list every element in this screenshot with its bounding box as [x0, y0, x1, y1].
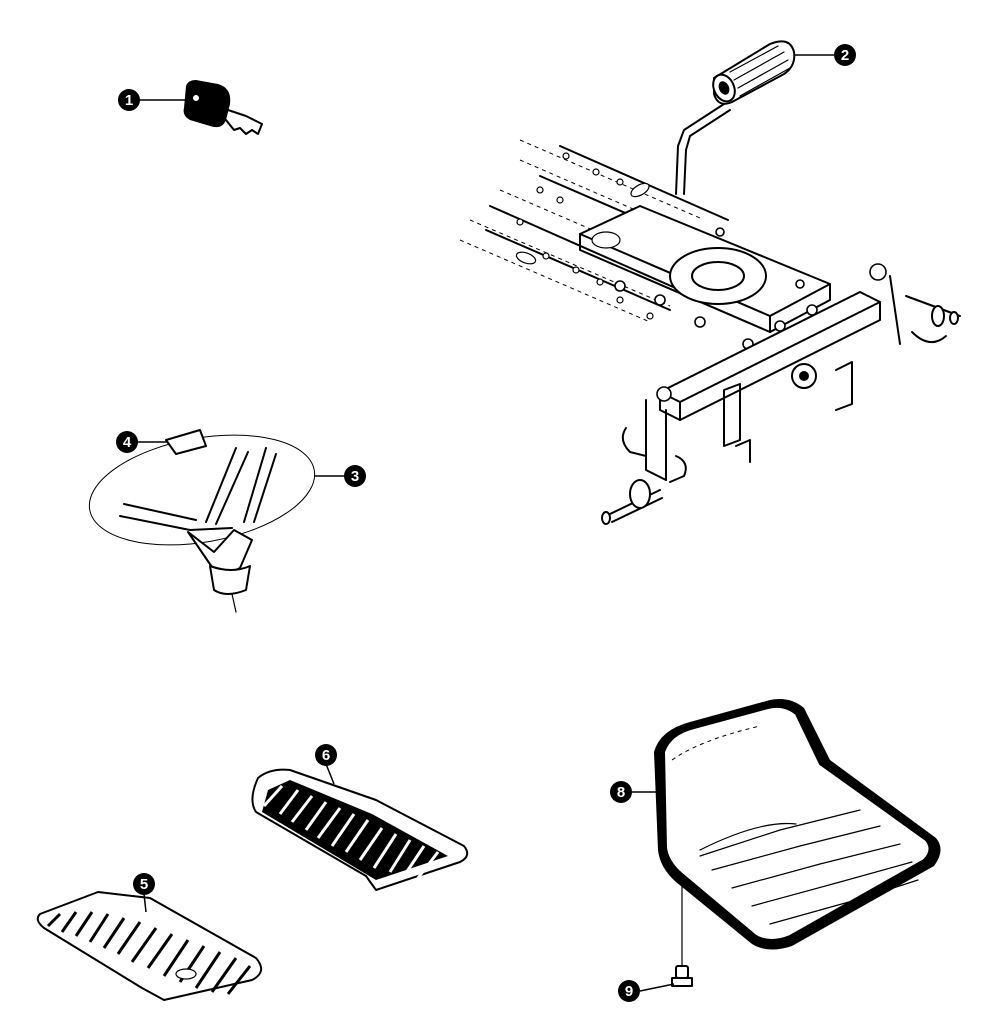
callout-2: 2	[834, 44, 856, 66]
callout-8: 8	[610, 781, 632, 803]
callout-label: 9	[625, 983, 633, 1000]
callout-9: 9	[618, 980, 640, 1002]
chassis-frame	[459, 103, 961, 525]
callout-label: 3	[351, 468, 359, 485]
callout-label: 8	[617, 784, 625, 801]
callout-label: 6	[322, 747, 330, 764]
seat-bolt	[671, 883, 693, 987]
callout-label: 4	[123, 434, 132, 451]
callout-4: 4	[116, 431, 138, 453]
handle-grip	[712, 40, 796, 105]
horn-cap	[165, 429, 207, 455]
callout-label: 2	[841, 47, 849, 64]
callout-label: 1	[125, 92, 133, 109]
steering-wheel	[84, 430, 320, 613]
callout-label: 5	[140, 876, 148, 893]
callout-3: 3	[344, 465, 366, 487]
callout-6: 6	[315, 744, 337, 766]
seat	[654, 699, 941, 950]
ignition-key	[183, 80, 263, 135]
foot-mat-lower	[36, 891, 263, 1001]
callout-5: 5	[133, 873, 155, 895]
foot-mat-upper	[251, 768, 469, 891]
callout-1: 1	[118, 89, 140, 111]
